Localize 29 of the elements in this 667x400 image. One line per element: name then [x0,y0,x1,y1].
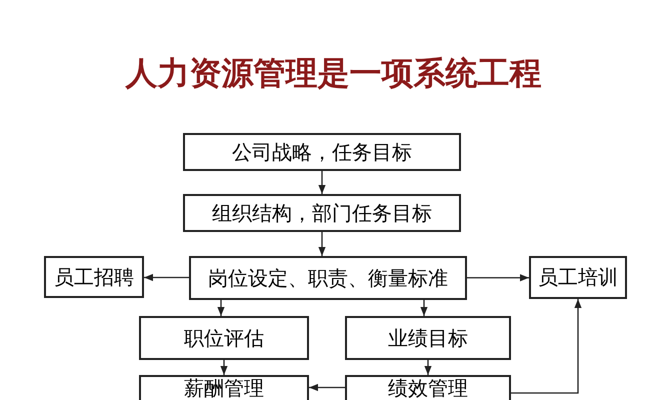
process-box [183,133,461,171]
process-box [345,375,511,400]
box-label: 薪酬管理 [184,377,264,400]
arrow [318,171,326,194]
box-label: 组织结构，部门任务目标 [212,202,432,226]
arrow [309,384,345,392]
box-label: 岗位设定、职责、衡量标准 [208,266,448,292]
process-box [44,256,144,298]
process-box [345,316,511,360]
arrow [420,300,428,316]
process-box [529,256,627,299]
arrow [467,274,529,282]
process-box [139,375,309,400]
box-label: 员工招聘 [54,266,134,290]
arrow [424,360,432,375]
box-label: 业绩目标 [388,326,468,352]
box-label: 绩效管理 [388,377,468,400]
box-label: 员工培训 [538,266,618,291]
arrow [318,232,326,256]
arrow [217,300,225,316]
arrow [144,274,189,282]
diagram-title: 人力资源管理是一项系统工程 [124,54,542,93]
arrow [511,299,582,394]
box-label: 公司战略，任务目标 [232,140,412,166]
box-label: 职位评估 [184,326,264,352]
process-box [139,316,309,360]
process-box [183,194,461,232]
process-box [189,256,467,300]
arrow [220,360,228,375]
